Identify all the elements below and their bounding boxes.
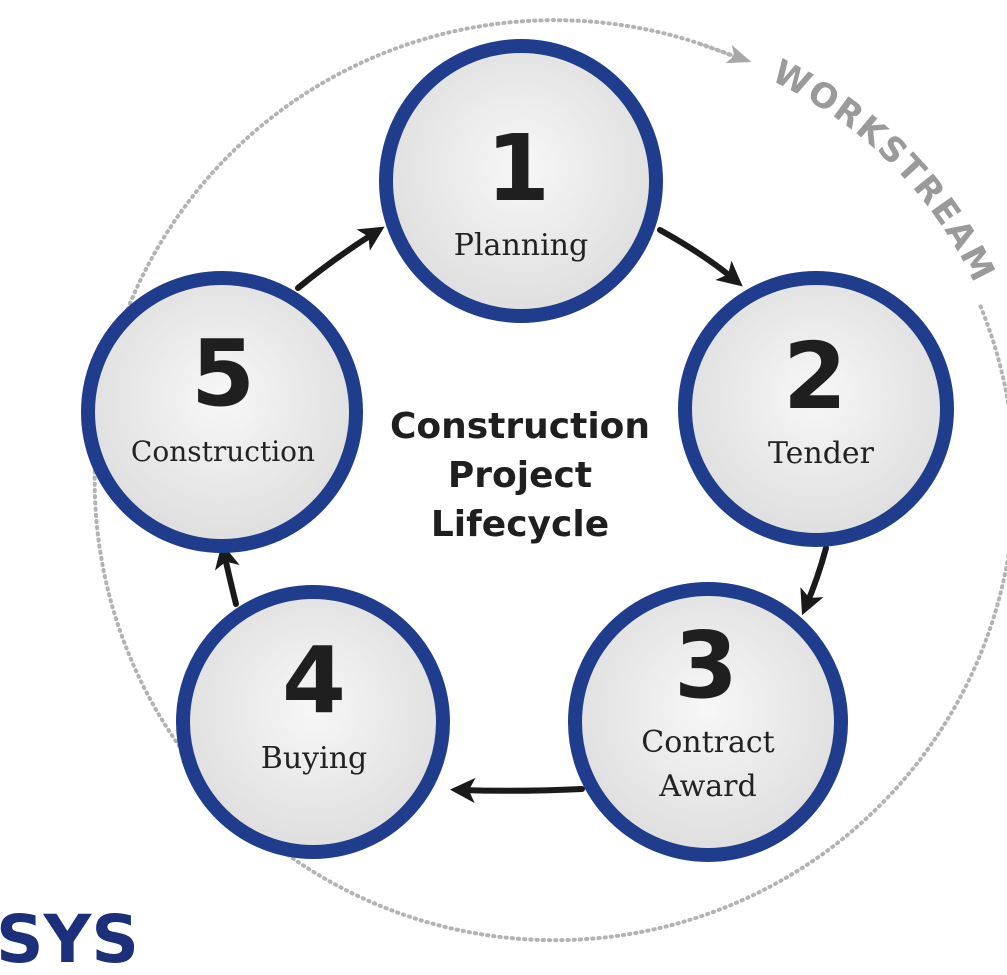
arrow-1-to-2 [657, 227, 743, 287]
stage-1-disc [379, 39, 663, 323]
stage-5-label: Construction [131, 435, 315, 468]
stage-4-node: 4 Buying [176, 585, 450, 859]
stage-4-label: Buying [261, 741, 367, 776]
workstream-arrow-tail [698, 42, 752, 64]
center-title: Construction Project Lifecycle [390, 406, 650, 545]
logo-text: SYS [0, 901, 139, 975]
stage-4-disc [176, 585, 450, 859]
center-title-line-2: Project [448, 455, 592, 496]
stage-5-disc [81, 271, 363, 553]
stage-2-number: 2 [783, 323, 847, 430]
stage-1-node: 1 Planning [379, 39, 663, 323]
stage-3-disc [568, 582, 848, 862]
stage-2-node: 2 Tender [678, 271, 954, 547]
stage-1-label: Planning [454, 228, 588, 263]
stage-3-number: 3 [674, 612, 738, 719]
stage-5-number: 5 [191, 320, 255, 427]
flow-arrows [214, 226, 829, 804]
stage-2-disc [678, 271, 954, 547]
arrow-4-to-5 [214, 543, 240, 607]
stage-3-label-line-2: Award [658, 769, 756, 804]
stage-1-number: 1 [486, 115, 550, 222]
stage-5-node: 5 Construction [81, 271, 363, 553]
stage-4-number: 4 [282, 627, 346, 734]
arrow-2-to-3 [800, 545, 829, 616]
center-title-line-1: Construction [390, 406, 650, 447]
workstream-label: WORKSTREAM [766, 52, 1003, 289]
stage-3-node: 3 Contract Award [568, 582, 848, 862]
stage-2-label: Tender [768, 436, 875, 471]
arrow-5-to-1 [295, 226, 385, 291]
arrow-3-to-4 [449, 777, 585, 804]
center-title-line-3: Lifecycle [431, 504, 609, 545]
stage-3-label-line-1: Contract [641, 725, 774, 760]
